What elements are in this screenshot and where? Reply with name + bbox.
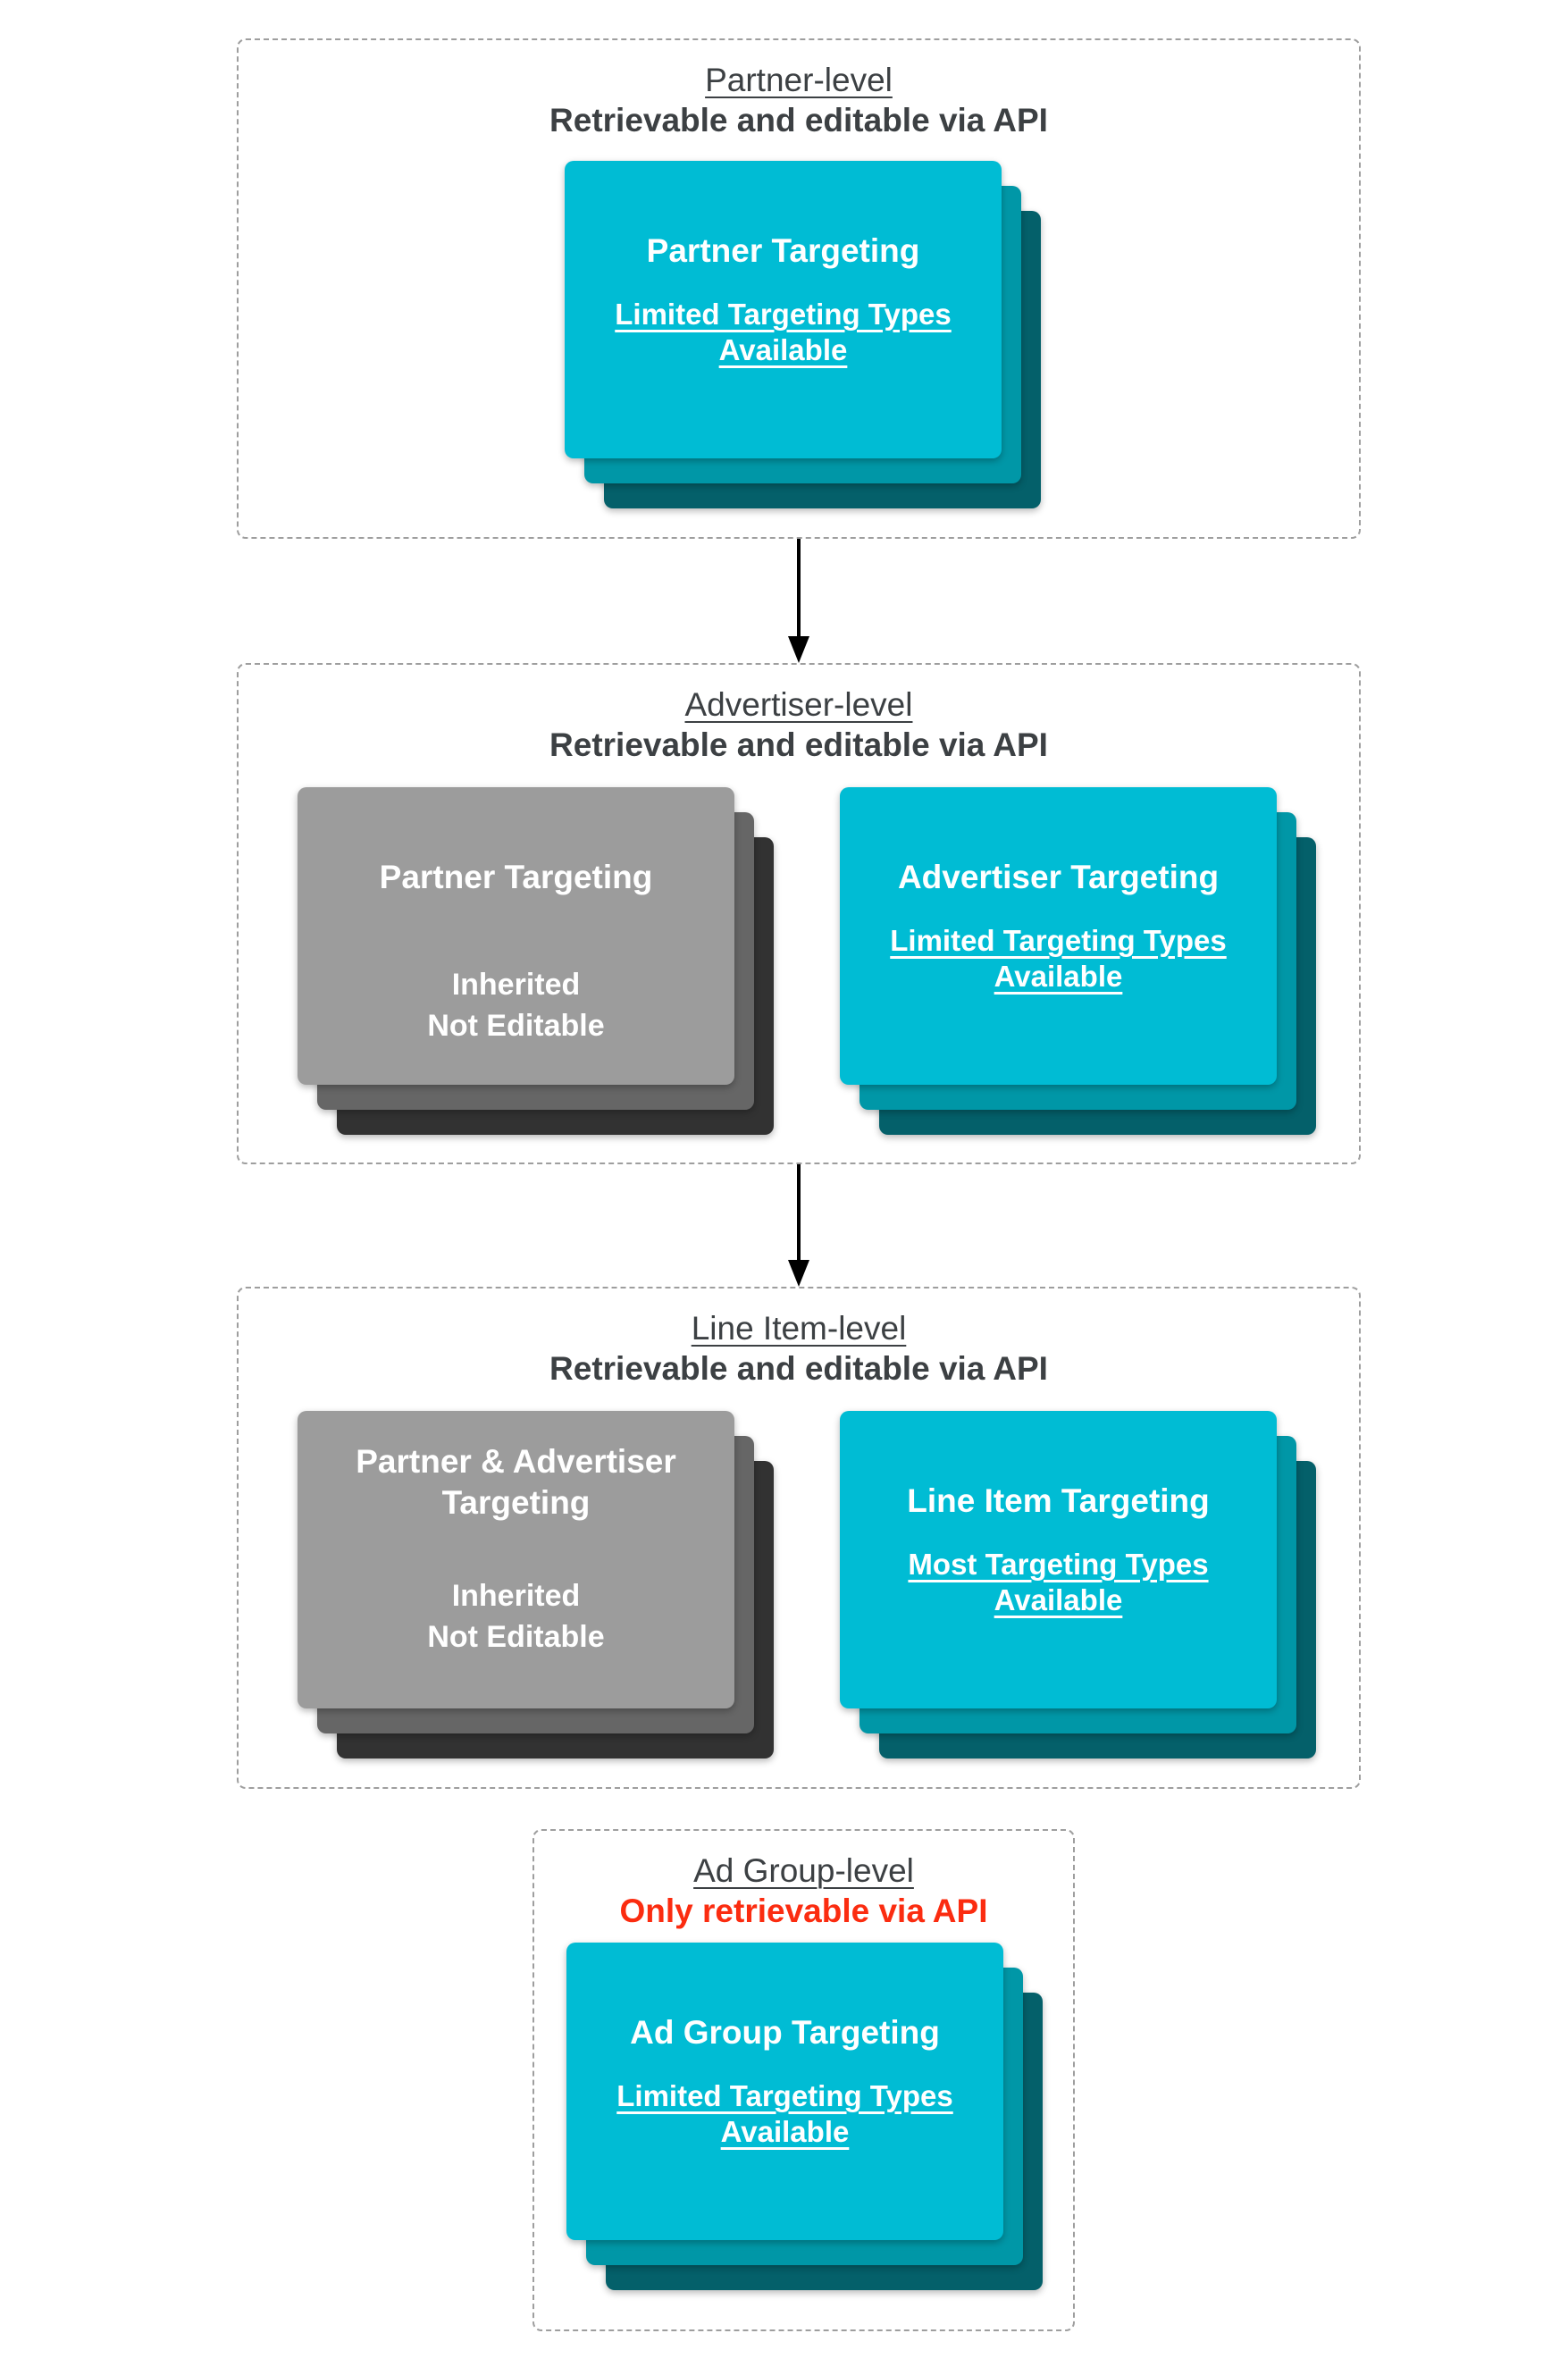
card-title: Partner Targeting: [646, 232, 920, 269]
card-advertiser-targeting: Advertiser Targeting Limited Targeting T…: [840, 787, 1277, 1085]
card-subtitle: Limited Targeting Types Available: [616, 2079, 953, 2148]
section-advertiser-level: Advertiser-level Retrievable and editabl…: [237, 663, 1361, 1164]
section-subtitle: Retrievable and editable via API: [549, 1350, 1048, 1387]
card-partner-targeting: Partner Targeting Limited Targeting Type…: [565, 161, 1002, 458]
card-title: Ad Group Targeting: [630, 2014, 940, 2051]
card-stack-advertiser-targeting: Advertiser Targeting Limited Targeting T…: [840, 787, 1316, 1135]
section-ad-group-level: Ad Group-level Only retrievable via API …: [532, 1829, 1075, 2331]
section-title: Ad Group-level: [693, 1852, 914, 1889]
card-stack-partner-targeting-inherited: Partner Targeting Inherited Not Editable: [298, 787, 774, 1135]
card-stack-ad-group-targeting: Ad Group Targeting Limited Targeting Typ…: [566, 1943, 1043, 2290]
card-partner-targeting-inherited: Partner Targeting Inherited Not Editable: [298, 787, 734, 1085]
card-title: Partner Targeting: [379, 859, 653, 895]
section-title: Line Item-level: [691, 1310, 907, 1347]
card-title: Partner & Advertiser Targeting: [356, 1443, 676, 1521]
section-subtitle: Retrievable and editable via API: [549, 102, 1048, 138]
card-stack-partner-advertiser-targeting-inherited: Partner & Advertiser Targeting Inherited…: [298, 1411, 774, 1758]
card-subtitle: Limited Targeting Types Available: [615, 298, 952, 366]
section-header: Ad Group-level Only retrievable via API: [534, 1831, 1073, 1932]
card-subtitle: Most Targeting Types Available: [908, 1548, 1209, 1616]
card-body: Inherited Not Editable: [427, 1579, 605, 1654]
card-stack-partner-targeting: Partner Targeting Limited Targeting Type…: [565, 161, 1041, 508]
section-subtitle: Only retrievable via API: [619, 1893, 988, 1929]
section-header: Line Item-level Retrievable and editable…: [239, 1288, 1359, 1389]
section-title: Partner-level: [705, 62, 893, 98]
section-header: Advertiser-level Retrievable and editabl…: [239, 665, 1359, 766]
card-subtitle: Limited Targeting Types Available: [890, 924, 1227, 993]
card-title: Line Item Targeting: [907, 1482, 1210, 1519]
section-header: Partner-level Retrievable and editable v…: [239, 40, 1359, 141]
card-ad-group-targeting: Ad Group Targeting Limited Targeting Typ…: [566, 1943, 1003, 2240]
card-title: Advertiser Targeting: [897, 859, 1220, 895]
section-line-item-level: Line Item-level Retrievable and editable…: [237, 1287, 1361, 1789]
section-title: Advertiser-level: [684, 686, 913, 723]
section-partner-level: Partner-level Retrievable and editable v…: [237, 38, 1361, 539]
card-stack-line-item-targeting: Line Item Targeting Most Targeting Types…: [840, 1411, 1316, 1758]
card-body: Inherited Not Editable: [427, 968, 605, 1043]
card-partner-advertiser-targeting-inherited: Partner & Advertiser Targeting Inherited…: [298, 1411, 734, 1708]
section-subtitle: Retrievable and editable via API: [549, 726, 1048, 763]
down-arrow-icon: [788, 1164, 809, 1287]
card-line-item-targeting: Line Item Targeting Most Targeting Types…: [840, 1411, 1277, 1708]
down-arrow-icon: [788, 539, 809, 663]
